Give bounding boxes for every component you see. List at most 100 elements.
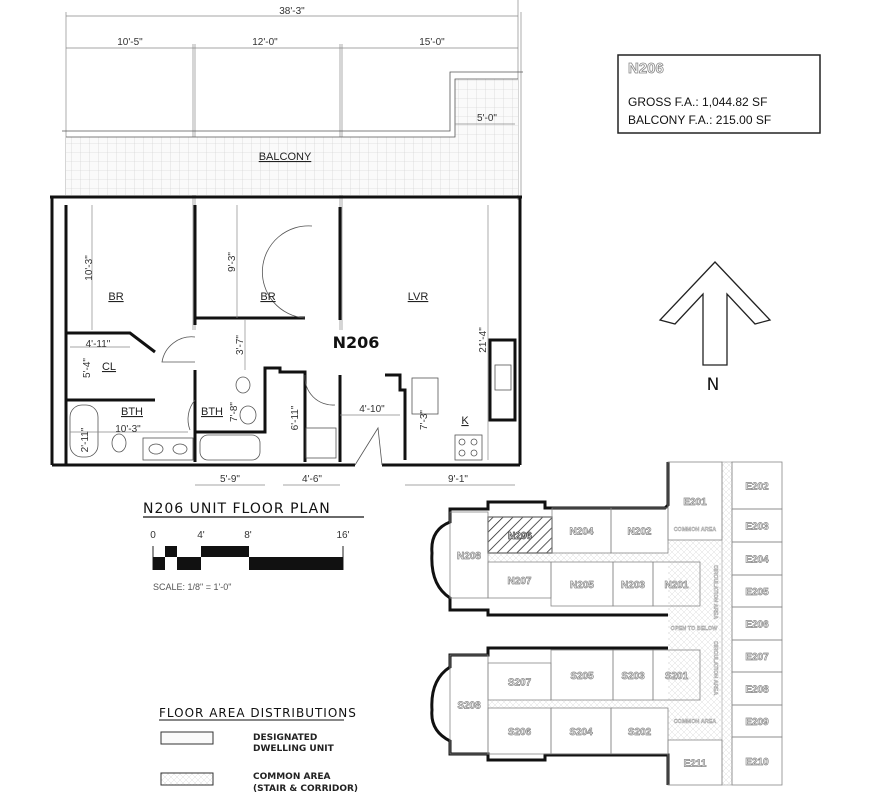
sink-icon <box>239 405 257 425</box>
room-label-balcony: BALCONY <box>259 151 312 163</box>
info-unit-number: N206 <box>628 60 664 77</box>
site-unit-label: N206 <box>508 531 532 542</box>
stove-icon <box>454 434 483 461</box>
site-unit-label: N202 <box>628 527 652 538</box>
bathtub-icon-2 <box>199 434 261 461</box>
scale-bar: 0 4' 8' 16' SCALE: 1/8" = 1'-0" <box>150 530 349 592</box>
dimension-bottom-2: 4'-6" <box>302 474 322 485</box>
area-info-box: N206 GROSS F.A.: 1,044.82 SF BALCONY F.A… <box>617 54 821 134</box>
gross-floor-area: GROSS F.A.: 1,044.82 SF <box>628 95 767 109</box>
site-unit-label: S202 <box>628 727 652 738</box>
dimension-entry: 4'-10" <box>359 404 385 415</box>
north-label: N <box>707 375 720 395</box>
site-unit-label: E204 <box>745 555 769 566</box>
site-unit-label: S203 <box>621 671 645 682</box>
dimension-bath1-width: 10'-3" <box>115 424 141 435</box>
legend-swatch-common <box>160 772 214 786</box>
site-unit-label: E211 <box>684 759 707 770</box>
site-unit-label: N203 <box>621 580 645 591</box>
dimension-hall: 3'-7" <box>235 335 246 355</box>
dimension-tub: 2'-11" <box>80 427 91 452</box>
legend-common-line1: COMMON AREA <box>253 772 331 782</box>
site-unit-label: S206 <box>508 727 532 738</box>
site-unit-label: E210 <box>745 757 769 768</box>
site-unit-label: S207 <box>508 678 532 689</box>
bathtub-icon <box>69 404 99 458</box>
site-unit-label: S205 <box>570 671 594 682</box>
fridge-icon <box>411 377 439 415</box>
site-unit-label: E208 <box>745 685 769 696</box>
circulation-area-label-south: CIRCULATION AREA <box>712 641 718 695</box>
dimension-closet-width: 4'-11" <box>86 339 111 350</box>
dimension-closet-depth: 5'-4" <box>82 358 93 378</box>
site-unit-label: E203 <box>745 522 769 533</box>
dimension-bath2-depth: 7'-8" <box>229 402 240 422</box>
common-area-label-north: COMMON AREA <box>674 527 717 533</box>
double-vanity-icon <box>142 437 194 461</box>
dimension-bottom-1: 5'-9" <box>220 474 240 485</box>
room-label-bedroom-2: BR <box>260 291 275 303</box>
dimension-overall: 38'-3" <box>279 6 305 17</box>
site-unit-label: E205 <box>745 587 769 598</box>
site-unit-label: S204 <box>569 727 593 738</box>
toilet-icon <box>111 433 127 453</box>
site-unit-label: N208 <box>457 551 481 562</box>
site-unit-s201 <box>652 649 701 701</box>
open-to-below-label: OPEN TO BELOW <box>671 626 718 632</box>
scale-text: SCALE: 1/8" = 1'-0" <box>153 582 231 592</box>
room-label-bath-1: BTH <box>121 406 143 418</box>
site-unit-n201 <box>652 561 701 607</box>
room-label-closet: CL <box>102 361 116 373</box>
balcony-floor-area: BALCONY F.A.: 215.00 SF <box>628 113 771 127</box>
dimension-balcony-depth: 5'-0" <box>477 113 497 124</box>
site-unit-e210 <box>731 736 783 786</box>
toilet-icon-2 <box>235 376 251 394</box>
floor-area-legend: FLOOR AREA DISTRIBUTIONS DESIGNATED DWEL… <box>159 706 358 794</box>
legend-common-line2: (STAIR & CORRIDOR) <box>253 784 358 794</box>
site-unit-e201 <box>667 461 723 541</box>
scale-tick-16: 16' <box>336 530 349 541</box>
room-label-living: LVR <box>408 291 429 303</box>
north-arrow-icon: N <box>658 261 772 395</box>
legend-dwelling-line1: DESIGNATED <box>253 733 317 743</box>
common-area-label-south: COMMON AREA <box>674 719 717 725</box>
kitchen-sink-icon <box>494 364 512 391</box>
site-unit-s202 <box>610 707 669 755</box>
circulation-area-label-north: CIRCULATION AREA <box>712 565 718 619</box>
site-unit-s208 <box>449 654 489 755</box>
site-unit-n208 <box>449 511 489 599</box>
balcony: 5'-0" BALCONY <box>62 71 523 195</box>
dimension-top-2: 12'-0" <box>252 37 278 48</box>
room-label-bath-2: BTH <box>201 406 223 418</box>
dimension-top-3: 15'-0" <box>419 37 445 48</box>
dimension-kitchen-depth: 7'-3" <box>419 410 430 430</box>
legend-dwelling-line2: DWELLING UNIT <box>253 744 335 754</box>
room-label-bedroom-1: BR <box>108 291 123 303</box>
site-unit-label: E207 <box>745 652 769 663</box>
plan-title: N206 UNIT FLOOR PLAN <box>143 501 331 517</box>
site-unit-label: N204 <box>570 527 594 538</box>
site-unit-label: E202 <box>745 482 769 493</box>
plan-title-block: N206 UNIT FLOOR PLAN 0 4' 8' 16' SCALE: … <box>143 501 364 592</box>
room-label-kitchen: K <box>461 415 469 427</box>
unit-walls <box>50 195 522 467</box>
site-unit-label: N201 <box>665 580 689 591</box>
site-unit-e211 <box>667 739 723 786</box>
dimension-br2-depth: 9'-3" <box>227 252 238 272</box>
scale-tick-0: 0 <box>150 530 156 541</box>
site-unit-label: S201 <box>665 671 689 682</box>
dimension-laundry: 6'-11" <box>290 405 301 430</box>
site-unit-label: E201 <box>683 497 707 508</box>
site-unit-label: E206 <box>745 620 769 631</box>
dimension-bottom-3: 9'-1" <box>448 474 468 485</box>
legend-swatch-dwelling <box>160 731 214 745</box>
site-unit-label: E209 <box>745 717 769 728</box>
scale-tick-8: 8' <box>244 530 252 541</box>
interior-dimensions: 10'-3" 9'-3" 21'-4" 3'-7" 4'-11" 5'-4" 1… <box>70 205 515 486</box>
room-labels: BR BR LVR CL BTH BTH K N206 <box>102 291 469 427</box>
fixtures <box>69 364 512 461</box>
unit-label: N206 <box>333 333 380 352</box>
